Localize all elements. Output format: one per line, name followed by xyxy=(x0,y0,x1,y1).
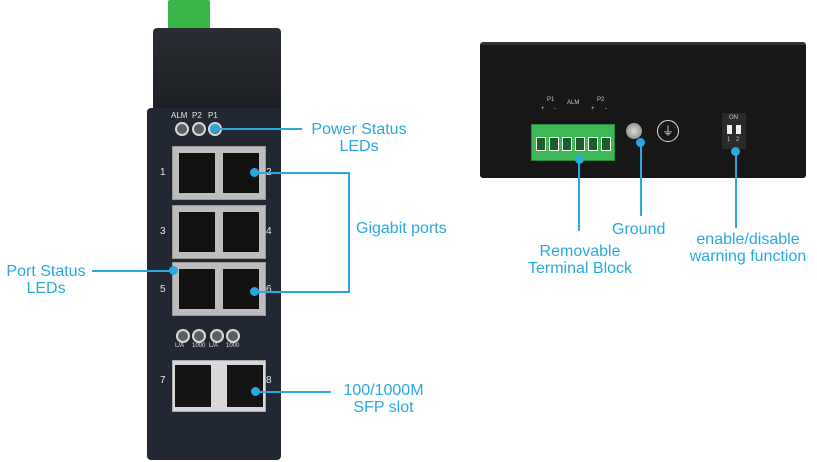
rj45-port-3 xyxy=(179,212,215,252)
port-number: 7 xyxy=(160,375,166,386)
callout-line xyxy=(348,172,350,293)
terminal-label: P2 xyxy=(597,97,605,103)
terminal-label: - xyxy=(554,106,556,112)
led-label: 1000 xyxy=(226,343,240,349)
gigabit-ports-callout: Gigabit ports xyxy=(356,220,447,237)
port-status-callout: Port Status LEDs xyxy=(0,263,92,297)
terminal-block-callout: Removable Terminal Block xyxy=(515,243,645,277)
callout-dot xyxy=(169,266,178,275)
led-label: L/A xyxy=(209,343,219,349)
terminal-slot xyxy=(601,137,611,151)
port-number: 5 xyxy=(160,284,166,295)
sfp-cage xyxy=(172,360,266,412)
terminal-label: ALM xyxy=(567,100,580,106)
callout-line xyxy=(640,142,642,216)
terminal-slot xyxy=(549,137,559,151)
rj45-port-1 xyxy=(179,153,215,193)
sfp-slot-8 xyxy=(227,365,263,407)
led-label: 1000 xyxy=(192,343,206,349)
dip-number: 1 xyxy=(727,137,731,143)
callout-text: warning function xyxy=(689,248,807,265)
port7-1000-led xyxy=(192,329,206,343)
callout-line xyxy=(255,391,331,393)
callout-text: Terminal Block xyxy=(527,260,633,277)
p2-led xyxy=(192,122,206,136)
dip-toggle-2[interactable] xyxy=(736,125,741,134)
terminal-label: + xyxy=(541,106,545,112)
dip-switch[interactable]: ON 1 2 xyxy=(722,113,746,149)
power-status-callout: Power Status LEDs xyxy=(304,121,414,155)
callout-line xyxy=(214,128,302,130)
port-number: 4 xyxy=(266,226,272,237)
callout-text: SFP slot xyxy=(353,399,414,416)
port-number: 6 xyxy=(266,284,272,295)
callout-line xyxy=(92,270,172,272)
callout-text: Port Status xyxy=(6,263,86,280)
port8-1000-led xyxy=(226,329,240,343)
callout-line xyxy=(735,151,737,228)
rj45-port-5 xyxy=(179,269,215,309)
led-label: L/A xyxy=(175,343,185,349)
side-panel xyxy=(480,42,806,178)
callout-text: 100/1000M xyxy=(343,382,424,399)
ground-symbol-icon: ⏚ xyxy=(657,120,679,142)
alm-led xyxy=(175,122,189,136)
led-label-p2: P2 xyxy=(192,111,202,120)
ground-callout: Ground xyxy=(612,221,666,238)
terminal-label: + xyxy=(591,106,595,112)
sfp-slot-7 xyxy=(175,365,211,407)
terminal-slot xyxy=(536,137,546,151)
dip-number: 2 xyxy=(736,137,740,143)
sfp-slot-callout: 100/1000M SFP slot xyxy=(336,382,431,416)
terminal-slot xyxy=(588,137,598,151)
callout-line xyxy=(578,159,580,231)
rj45-port-4 xyxy=(223,212,259,252)
port-number: 1 xyxy=(160,167,166,178)
callout-text: Removable xyxy=(539,243,621,260)
terminal-label: P1 xyxy=(547,97,555,103)
terminal-label: - xyxy=(605,106,607,112)
callout-text: LEDs xyxy=(339,138,379,155)
callout-line xyxy=(254,172,349,174)
warning-function-callout: enable/disable warning function xyxy=(678,231,817,265)
removable-terminal-block[interactable] xyxy=(531,124,615,161)
dip-toggle-1[interactable] xyxy=(727,125,732,134)
rj45-block-3-4 xyxy=(172,205,266,259)
callout-text: enable/disable xyxy=(696,231,800,248)
callout-line xyxy=(254,291,349,293)
port7-la-led xyxy=(176,329,190,343)
port8-la-led xyxy=(210,329,224,343)
led-label-alm: ALM xyxy=(171,111,188,120)
port-number: 3 xyxy=(160,226,166,237)
led-label-p1: P1 xyxy=(208,111,218,120)
ground-screw xyxy=(626,123,642,139)
terminal-slot xyxy=(575,137,585,151)
dip-label: ON xyxy=(729,115,738,121)
callout-text: LEDs xyxy=(26,280,66,297)
terminal-slot xyxy=(562,137,572,151)
port-number: 8 xyxy=(266,375,272,386)
callout-text: Power Status xyxy=(311,121,407,138)
chassis-top xyxy=(153,28,281,114)
